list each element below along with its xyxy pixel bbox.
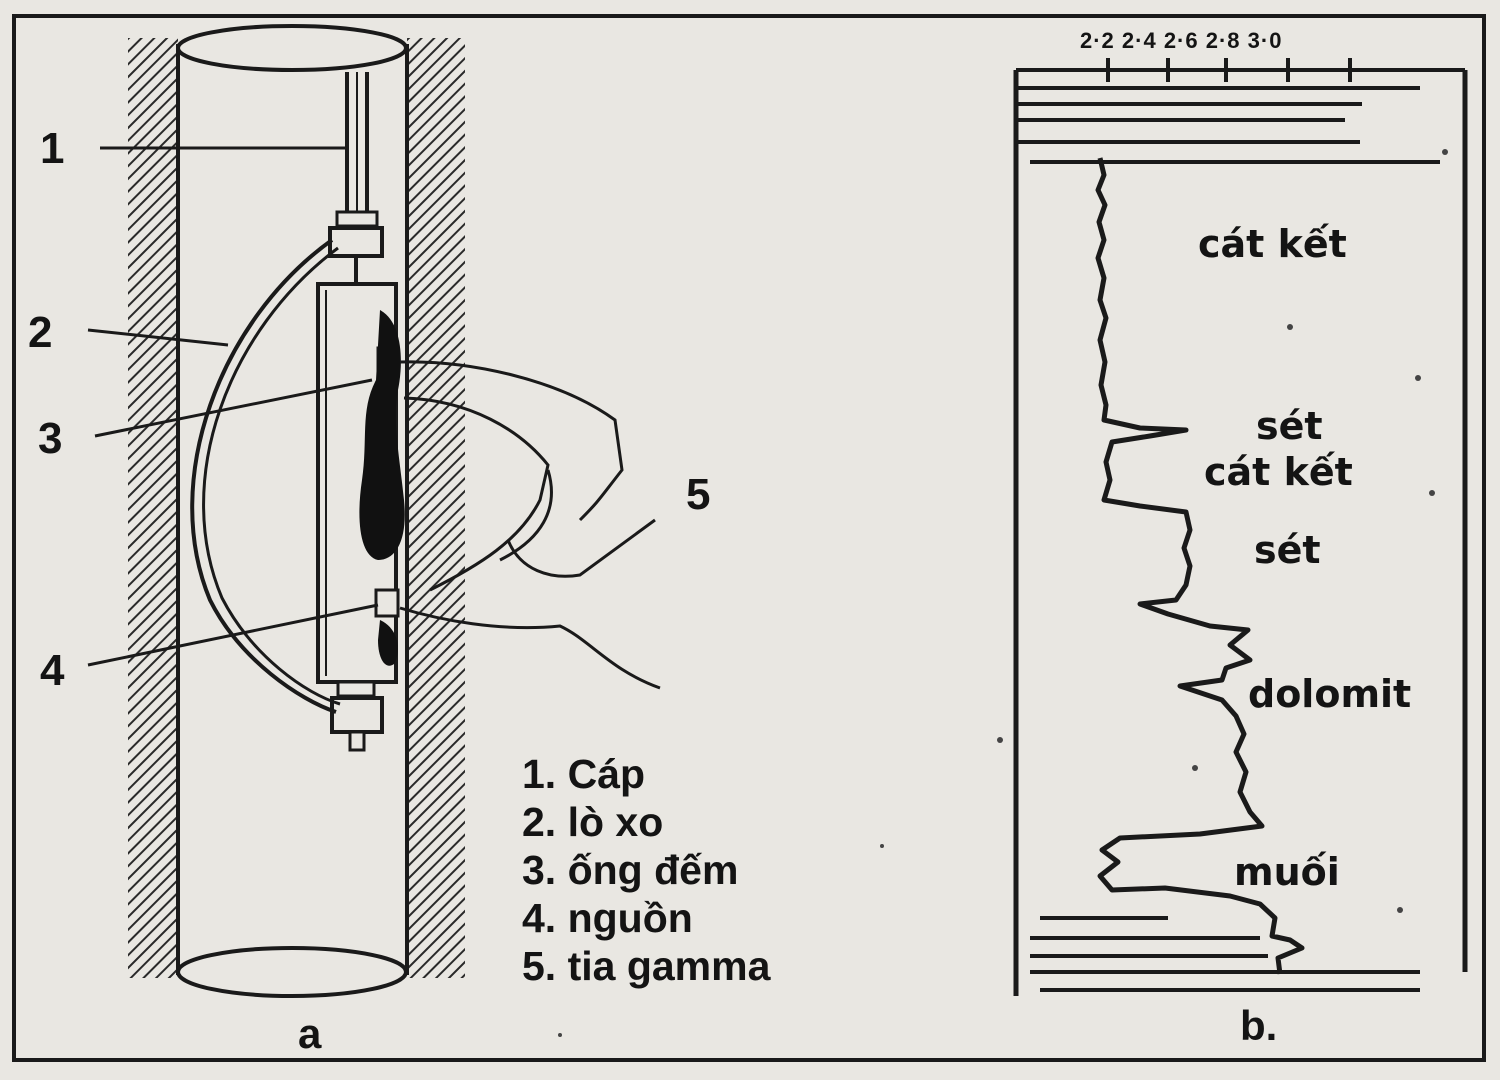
- lithology-salt: muối: [1234, 850, 1340, 894]
- figure-frame: [12, 14, 1486, 1062]
- scale-ticks: 2·2 2·4 2·6 2·8 3·0: [1080, 28, 1283, 53]
- callout-3: 3: [38, 414, 63, 463]
- log-frame: [1013, 58, 1468, 996]
- callout-1: 1: [40, 124, 65, 173]
- lithology-shale-1: sét: [1256, 404, 1323, 448]
- legend-item-counter-tube: 3. ống đếm: [522, 847, 739, 893]
- cable: [335, 72, 379, 228]
- lithology-dolomite: dolomit: [1248, 672, 1412, 716]
- right-wall-hatch: [407, 38, 465, 978]
- legend-item-gamma-ray: 5. tia gamma: [522, 943, 771, 989]
- legend-item-source: 4. nguồn: [522, 895, 693, 941]
- gamma-log-curve: [1095, 157, 1305, 975]
- legend-item-cable: 1. Cáp: [522, 751, 646, 797]
- borehole-top-ellipse: [176, 24, 408, 72]
- bottom-bedding-lines: [1030, 916, 1420, 992]
- callout-5: 5: [686, 470, 711, 519]
- source: [374, 588, 400, 618]
- panel-b-label: b.: [1240, 1002, 1278, 1049]
- lithology-sandstone-1: cát kết: [1198, 222, 1347, 266]
- legend: 1. Cáp 2. lò xo 3. ống đếm 4. nguồn 5. t…: [522, 750, 770, 990]
- logging-tool: [316, 226, 405, 752]
- callout-2: 2: [28, 308, 53, 357]
- gamma-ray-paths: [399, 360, 661, 690]
- borehole: [128, 24, 465, 998]
- scan-specks: [558, 149, 1448, 1037]
- bow-spring: [190, 238, 341, 714]
- leader-lines: [87, 146, 379, 667]
- left-wall-hatch: [128, 38, 178, 978]
- top-bedding-lines: [1016, 86, 1440, 164]
- callout-4: 4: [40, 646, 65, 695]
- legend-item-spring: 2. lò xo: [522, 799, 664, 845]
- lithology-shale-2: sét: [1254, 528, 1321, 572]
- lithology-sandstone-2: cát kết: [1204, 450, 1353, 494]
- borehole-bottom-ellipse: [176, 946, 408, 998]
- panel-a-label: a: [298, 1010, 322, 1057]
